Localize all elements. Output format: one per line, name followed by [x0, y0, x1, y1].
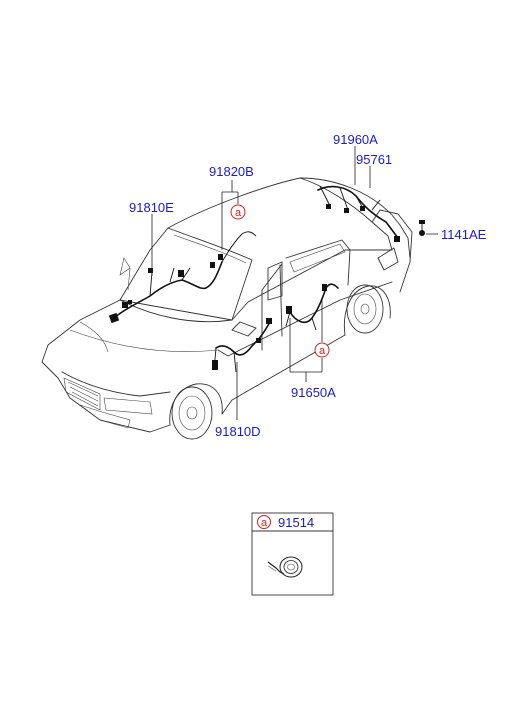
part-label-91820b: 91820B — [209, 164, 254, 179]
svg-text:a: a — [319, 345, 326, 357]
part-label-91810d: 91810D — [215, 424, 261, 439]
part-label-91810e: 91810E — [129, 200, 174, 215]
detail-ref-circle — [257, 515, 271, 529]
car-illustration — [41, 177, 413, 440]
part-label-91960a: 91960A — [333, 132, 378, 147]
detail-part-number: 91514 — [278, 515, 314, 530]
ref-callout-roof: a — [230, 204, 246, 220]
ref-callout-door: a — [314, 342, 330, 358]
detail-box: a 91514 — [251, 512, 334, 596]
part-label-95761: 95761 — [356, 152, 392, 167]
part-label-91650a: 91650A — [291, 385, 336, 400]
svg-text:a: a — [235, 207, 242, 219]
part-label-1141ae: 1141AE — [441, 227, 487, 242]
detail-ref-letter: a — [261, 517, 268, 529]
wiring-harnesses — [108, 185, 425, 373]
leader-lines — [151, 146, 438, 420]
grommet-icon — [267, 556, 303, 578]
